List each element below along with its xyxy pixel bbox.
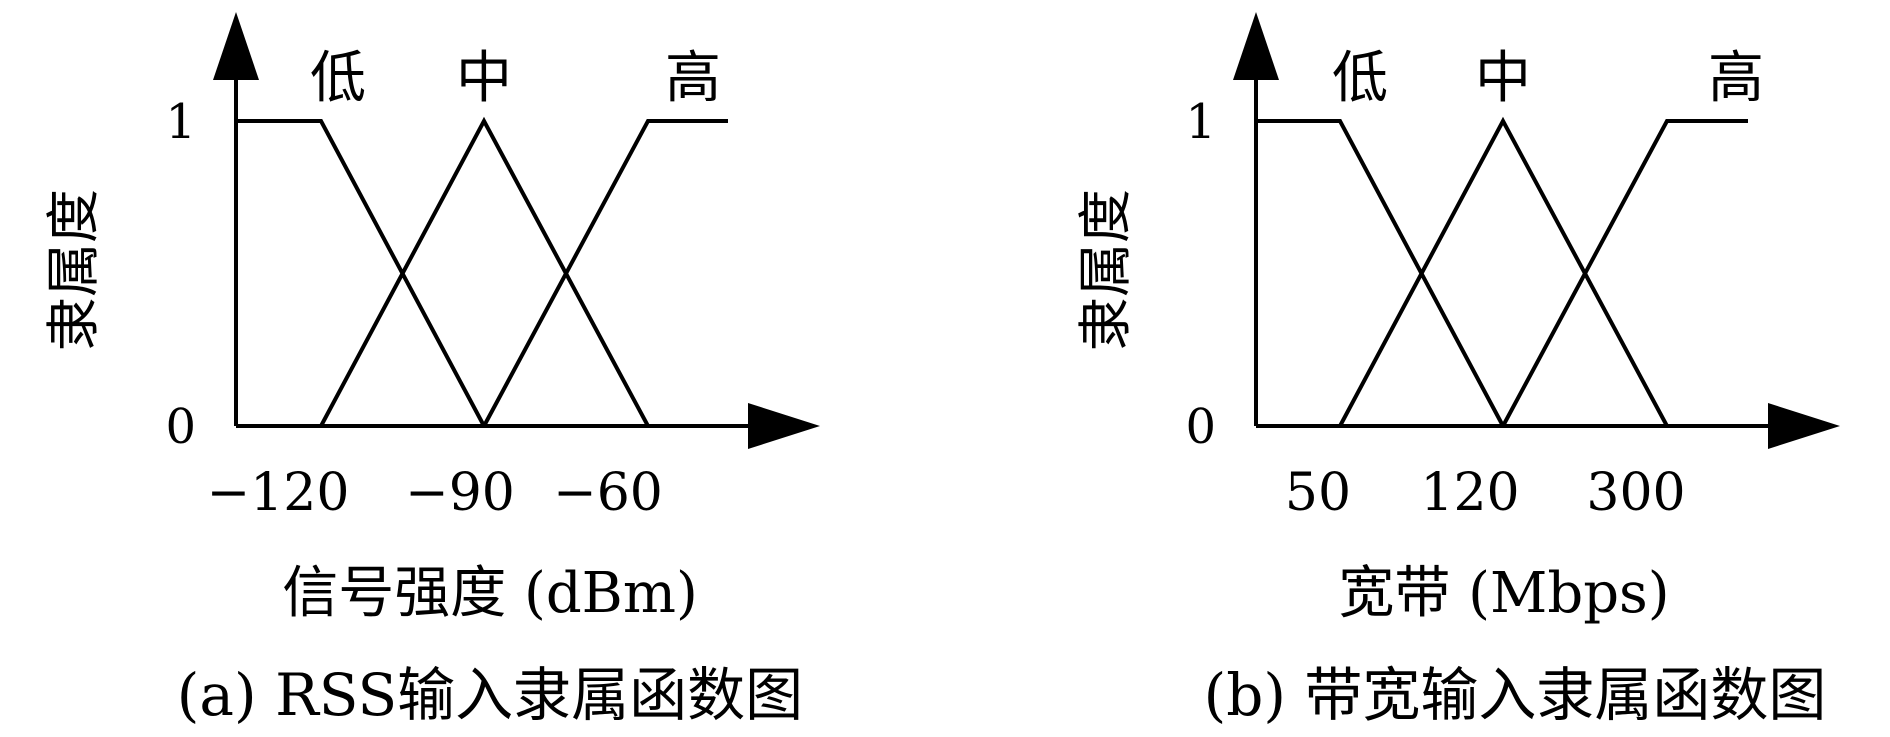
series-label: 低 xyxy=(1332,46,1388,111)
x-tick-label: 120 xyxy=(1420,463,1519,523)
x-axis-arrowhead xyxy=(1768,403,1840,449)
x-tick-label: −60 xyxy=(553,463,663,523)
x-tick-label: −90 xyxy=(405,463,515,523)
x-tick-label: 50 xyxy=(1285,463,1351,523)
x-tick-label: −120 xyxy=(207,463,350,523)
x-axis-arrowhead xyxy=(748,403,820,449)
series-label: 高 xyxy=(665,46,721,111)
y-tick-label-0: 0 xyxy=(1185,399,1216,455)
figure-caption: (b) 带宽输入隶属函数图 xyxy=(1204,661,1827,729)
y-axis-arrowhead xyxy=(1233,12,1279,80)
series-label: 中 xyxy=(456,46,512,111)
x-axis-label: 宽带 (Mbps) xyxy=(1338,561,1669,626)
series-label: 低 xyxy=(310,46,366,111)
y-tick-label-1: 1 xyxy=(1185,94,1216,150)
series-label: 高 xyxy=(1708,46,1764,111)
membership-series-line xyxy=(319,116,650,427)
y-tick-label-1: 1 xyxy=(165,94,196,150)
x-tick-label: 300 xyxy=(1586,463,1685,523)
y-axis-label: 隶属度 xyxy=(1074,189,1137,351)
membership-series-line xyxy=(236,119,486,427)
membership-series-line xyxy=(1256,119,1505,427)
membership-series-line xyxy=(482,119,728,427)
y-tick-label-0: 0 xyxy=(165,399,196,455)
y-axis-arrowhead xyxy=(213,12,259,80)
x-axis-label: 信号强度 (dBm) xyxy=(282,561,698,626)
figure-caption: (a) RSS输入隶属函数图 xyxy=(177,661,803,729)
membership-series-line xyxy=(1501,119,1748,427)
y-axis-label: 隶属度 xyxy=(42,189,105,351)
membership-series-line xyxy=(1338,116,1669,427)
series-label: 中 xyxy=(1475,46,1531,111)
